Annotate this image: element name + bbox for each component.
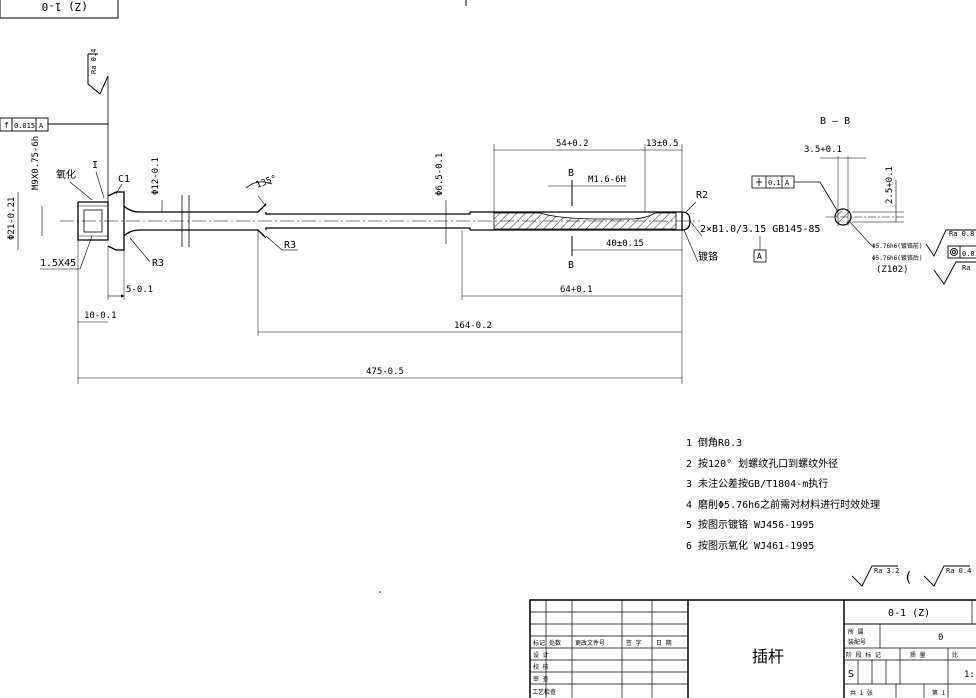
hdr-count: 处数: [549, 639, 561, 647]
ra-paren: (: [904, 570, 912, 586]
corner-label-box: (Z) 1-0: [0, 0, 119, 19]
stage-mark-hdr: 阶 段 标 记: [846, 651, 881, 659]
ra-bottom-label: Ra: [962, 264, 970, 272]
dia-note-leader: [849, 221, 873, 247]
r3-left-leader: [129, 237, 151, 263]
hdr-date: 日 期: [656, 639, 672, 647]
corner-label: (Z) 1-0: [42, 0, 88, 13]
sym-tol-value: 0.1: [768, 179, 781, 187]
radius-r2: R2: [696, 190, 708, 201]
surface-roughness-left: [87, 53, 109, 95]
chamfer-label: C1: [118, 174, 130, 185]
detail-mark: I: [92, 160, 98, 171]
section-title: B — B: [820, 116, 850, 127]
section-ra-symbols: [925, 229, 976, 285]
stage-mark: S: [848, 669, 854, 680]
ra-left-label: Ra 0.4: [90, 49, 98, 74]
hdr-doc: 更改文件号: [575, 639, 605, 647]
dim-5: 5-0.1: [126, 285, 153, 295]
dia-note-1: Φ5.76h6(镀铬前): [872, 242, 923, 250]
hex-leader-2: [79, 235, 93, 270]
mass-hdr: 质 量: [910, 651, 926, 659]
radius-r3-left: R3: [152, 258, 164, 269]
plating-label: 镀铬: [698, 250, 718, 263]
center-hole: 2×B1.0/3.15 GB145-85: [700, 224, 820, 235]
part-name: 插杆: [752, 647, 784, 666]
note-2: 2 按120° 划螺纹孔口到螺纹外径: [686, 457, 838, 470]
oxidize-label: 氧化: [56, 168, 76, 181]
part-outline: [77, 191, 691, 251]
technical-notes: 1 倒角R0.3 2 按120° 划螺纹孔口到螺纹外径 3 未注公差按GB/T1…: [686, 437, 880, 552]
ra-general-1: Ra 3.2: [874, 567, 899, 575]
sub-label-1: 所 属: [848, 628, 864, 636]
angle-arc: [245, 181, 273, 189]
hdr-mark: 标记: [533, 639, 545, 647]
role-design: 设 计: [533, 651, 549, 659]
section-mark-top: B: [568, 168, 574, 179]
hdr-sign: 签 字: [626, 639, 642, 647]
dim-475: 475-0.5: [366, 367, 404, 377]
dim-40: 40±0.15: [606, 239, 644, 249]
detail-leader: [95, 171, 105, 199]
stray-dot: [379, 591, 381, 593]
note-1: 1 倒角R0.3: [686, 437, 742, 449]
dim-10: 10-0.1: [84, 311, 117, 321]
sub-value: 0: [938, 633, 943, 643]
runout-tolerance-frame: [0, 117, 108, 132]
sheet-total: 共 1 张: [850, 689, 873, 697]
dim-3-5: 3.5+0.1: [804, 145, 842, 155]
role-process: 工艺检查: [532, 688, 556, 696]
angle-leader: [257, 195, 267, 207]
scale-value: 1:: [964, 670, 975, 680]
oxidize-leader: [69, 181, 93, 201]
dim-2-5: 2.5+0.1: [885, 166, 895, 204]
dia-note-2: Φ5.76h6(镀铬后): [872, 254, 923, 262]
title-block: 标记 处数 更改文件号 签 字 日 期 设 计 校 核 审 查 工艺检查 插杆 …: [529, 599, 976, 698]
note-3: 3 未注公差按GB/T1804-m执行: [686, 477, 828, 490]
angle-135: 135°: [255, 174, 279, 191]
conc-tol: 0.01: [962, 250, 976, 258]
general-roughness: [851, 565, 970, 587]
sheet-no: 第 1: [932, 689, 946, 697]
dia-6-5-label: Φ6.5-0.1: [435, 153, 445, 196]
note-5: 5 按图示镀铬 WJ456-1995: [686, 518, 814, 531]
tol-value: 0.015: [14, 122, 35, 130]
center-hole-leader: [689, 220, 703, 237]
radius-r3-mid: R3: [284, 240, 296, 251]
thread-m1-6: M1.6-6H: [588, 175, 626, 185]
dia-12-label: Φ12-0.1: [151, 157, 161, 195]
section-code: (Z102): [876, 265, 909, 275]
sym-tol-datum: A: [785, 179, 790, 187]
dim-54: 54+0.2: [556, 139, 589, 149]
sub-label-2: 装配号: [848, 638, 866, 646]
dim-64: 64+0.1: [560, 285, 593, 295]
ra-right-label: Ra 0.8: [949, 230, 974, 238]
section-mark-bottom: B: [568, 260, 574, 271]
thread-label: M9X0.75-6h: [31, 136, 41, 190]
tol-symbol: f: [4, 121, 9, 130]
ra-general-2: Ra 0.4: [946, 567, 971, 575]
r2-leader: [685, 201, 697, 213]
chamfer-leader: [115, 183, 123, 195]
sym-tol-frame: [751, 175, 839, 213]
role-check: 校 核: [533, 663, 549, 671]
dia-21-label: Φ21-0.21: [7, 197, 17, 240]
plating-leader: [683, 229, 699, 263]
dim-13: 13±0.5: [646, 139, 679, 149]
r3-mid-leader: [265, 235, 283, 251]
datum-a: A: [757, 252, 762, 261]
scale-hdr: 比: [952, 651, 958, 659]
note-6: 6 按图示氧化 WJ461-1995: [686, 539, 814, 552]
drawing-no: 0-1 (Z): [888, 608, 930, 619]
hex-label: 1.5X45: [40, 258, 76, 269]
tol-datum: A: [39, 122, 44, 130]
role-review: 审 查: [533, 675, 549, 683]
dim-164: 164-0.2: [454, 321, 492, 331]
note-4: 4 磨削Φ5.76h6之前需对材料进行时效处理: [686, 498, 880, 511]
